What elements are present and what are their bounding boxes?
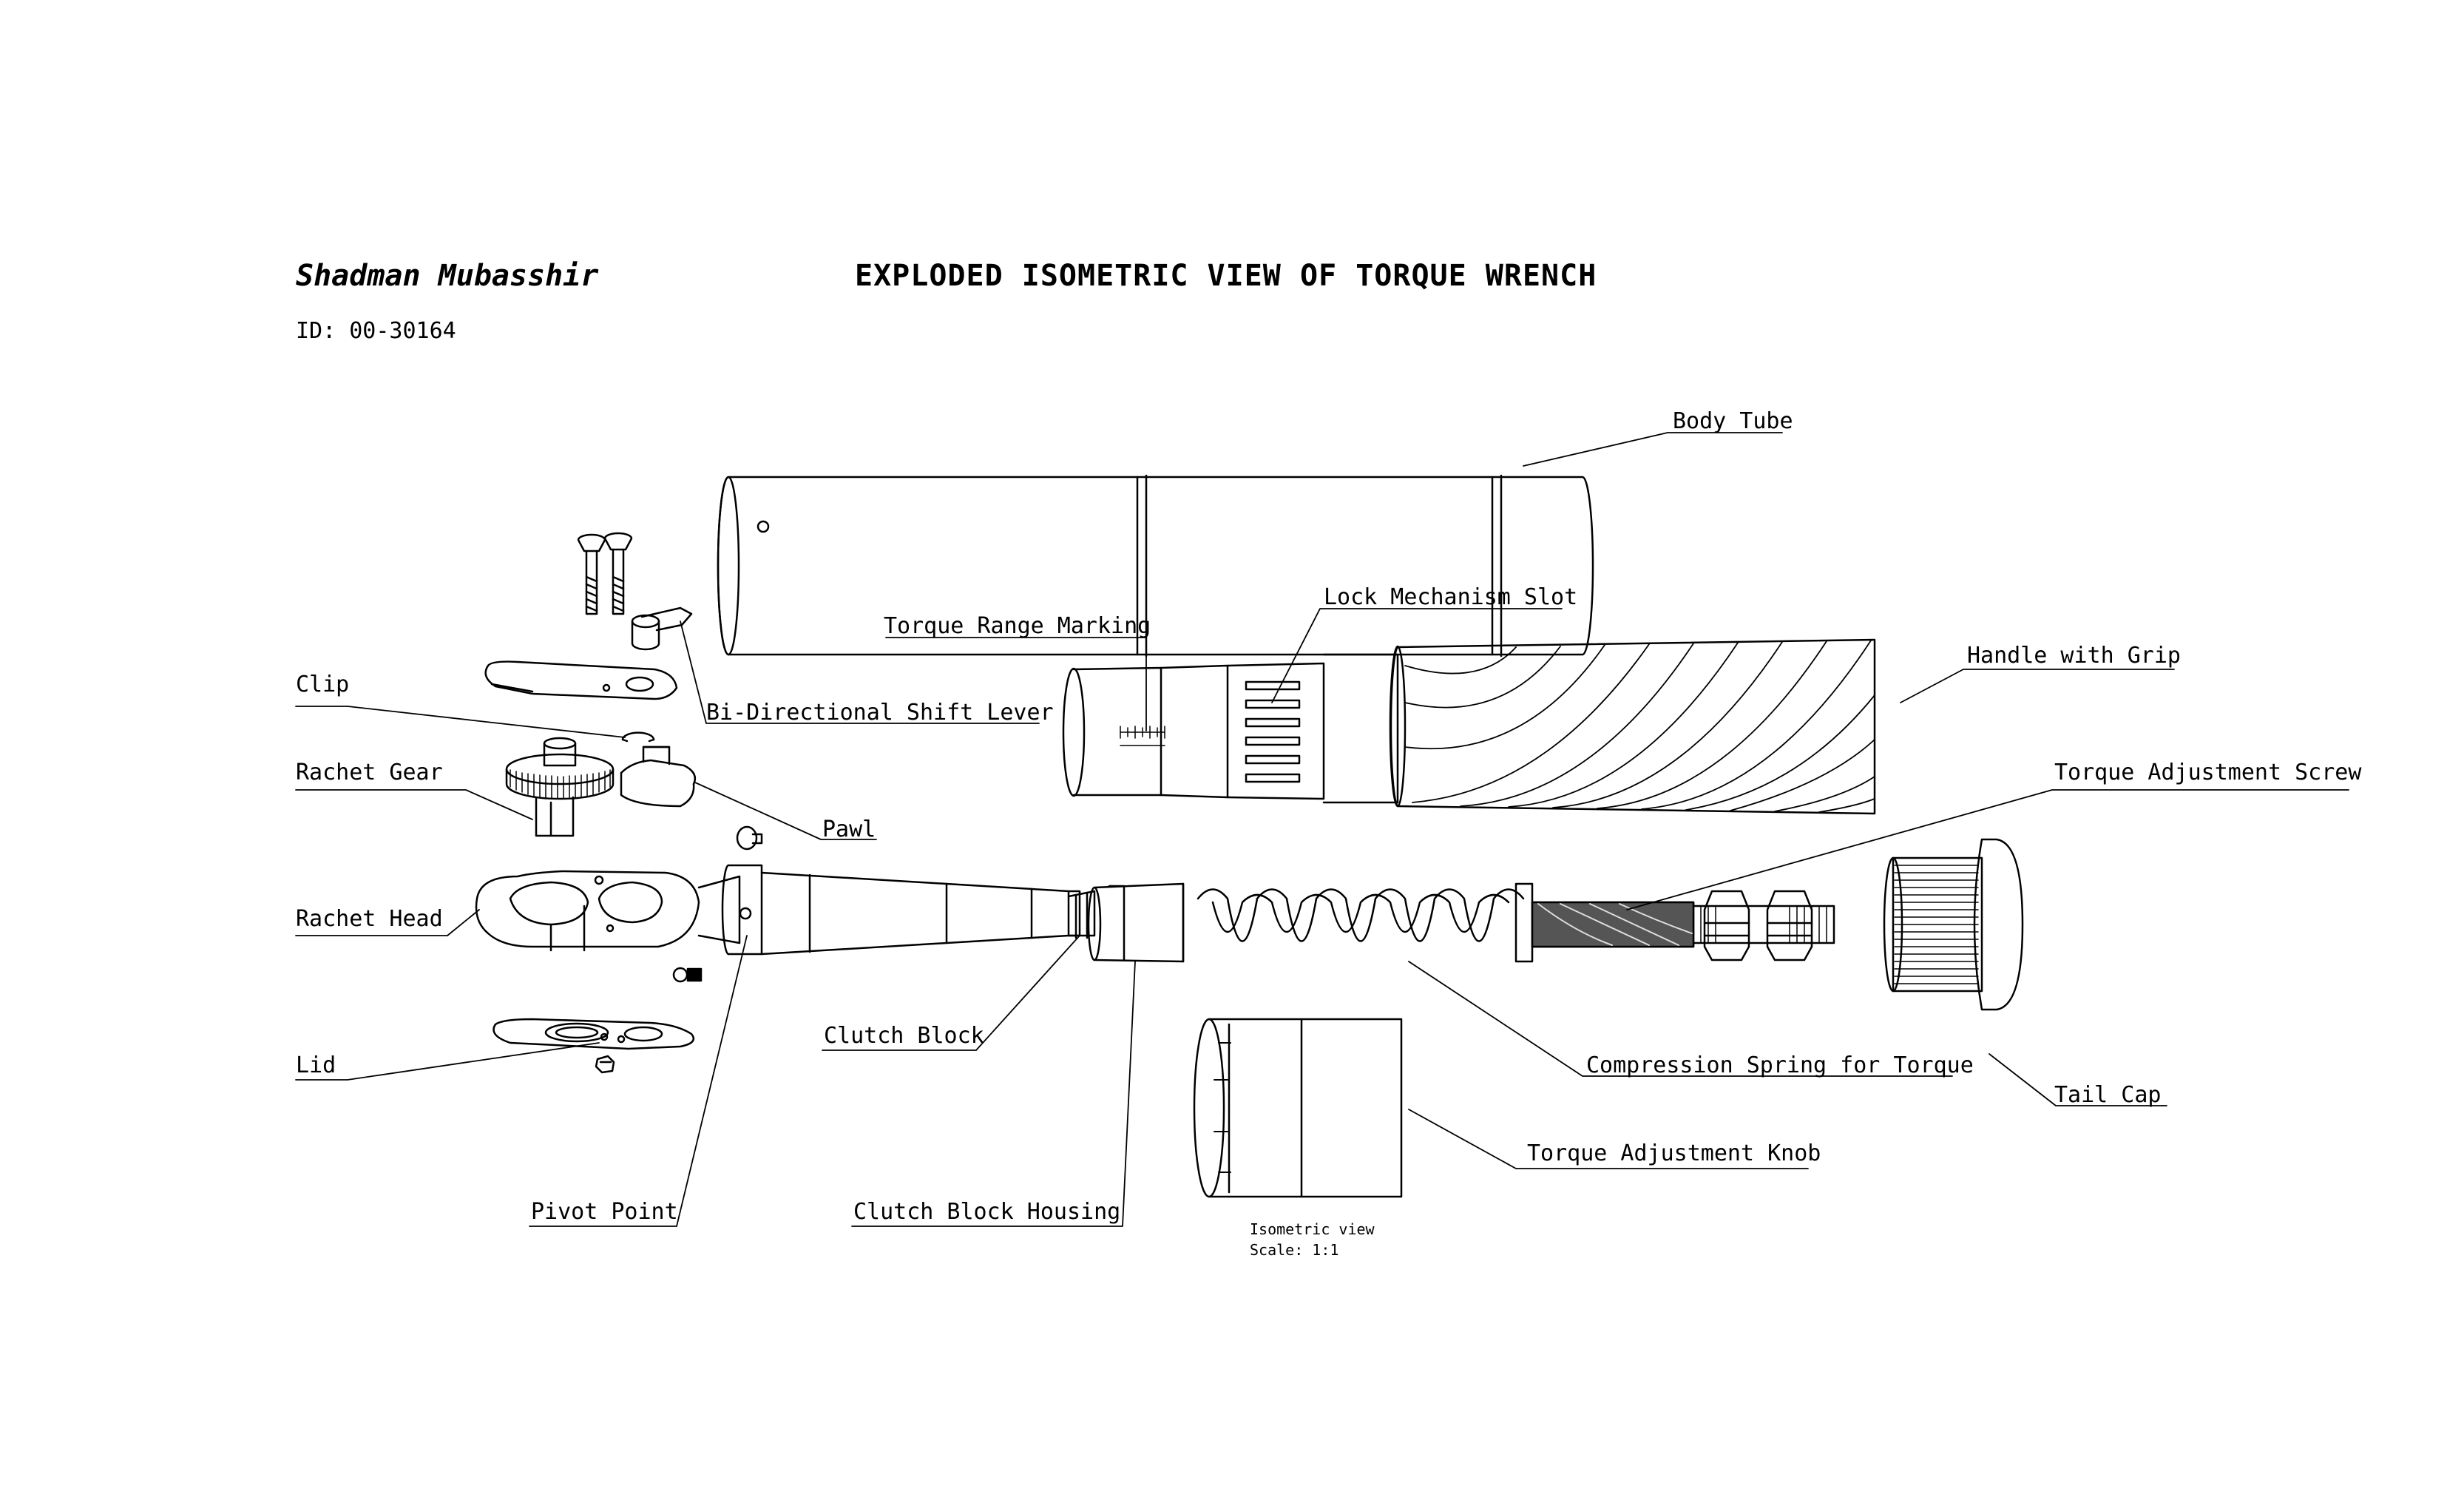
leader-clutch-block xyxy=(822,935,1080,1051)
detent-pin-part xyxy=(672,967,703,983)
body-tube-part xyxy=(717,474,1594,658)
label-lid: Lid xyxy=(296,1052,336,1078)
lock-slots xyxy=(1245,680,1301,783)
label-compression-spring: Compression Spring for Torque xyxy=(1586,1052,1974,1078)
tail-cap-part xyxy=(1883,838,2024,1011)
label-tail-cap: Tail Cap xyxy=(2054,1082,2162,1108)
leader-shift-lever xyxy=(680,621,1040,724)
label-clutch-block: Clutch Block xyxy=(824,1023,984,1049)
label-bi-directional-shift-lever: Bi-Directional Shift Lever xyxy=(706,700,1054,726)
label-torque-adjustment-knob: Torque Adjustment Knob xyxy=(1527,1140,1821,1166)
leader-range-marking xyxy=(885,637,1147,731)
author-name: Shadman Mubasshir xyxy=(296,259,599,293)
clutch-block-part xyxy=(1067,890,1096,939)
label-pivot-point: Pivot Point xyxy=(531,1199,678,1225)
small-screw-part xyxy=(736,825,763,851)
label-body-tube: Body Tube xyxy=(1673,408,1793,434)
rachet-gear-part xyxy=(505,737,615,837)
label-handle-with-grip: Handle with Grip xyxy=(1967,643,2181,669)
clip-part xyxy=(621,731,655,743)
pawl-part xyxy=(620,746,697,808)
leader-rachet-gear xyxy=(295,789,533,820)
view-note: Isometric view Scale: 1:1 xyxy=(1250,1219,1375,1260)
leader-tail-screw xyxy=(1626,789,2349,910)
lock-nut-2 xyxy=(1766,890,1813,961)
label-rachet-head: Rachet Head xyxy=(296,906,443,932)
leader-rachet-head xyxy=(295,909,480,936)
leader-clutch-housing xyxy=(851,961,1136,1227)
lock-nut-1 xyxy=(1703,890,1750,961)
label-torque-range-marking: Torque Range Marking xyxy=(884,613,1151,639)
leader-handle xyxy=(1900,669,2175,703)
label-clip: Clip xyxy=(296,672,350,697)
leader-pivot xyxy=(529,935,748,1227)
leader-spring xyxy=(1408,961,1953,1077)
torque-adjustment-screw-part xyxy=(1514,882,1835,963)
label-pawl: Pawl xyxy=(822,817,876,842)
rachet-head-part xyxy=(475,870,700,952)
lid-nut-part xyxy=(595,1055,615,1074)
drawing-title: EXPLODED ISOMETRIC VIEW OF TORQUE WRENCH xyxy=(855,259,1597,293)
student-id: ID: 00-30164 xyxy=(296,318,456,344)
clutch-block-housing-part xyxy=(1087,882,1185,963)
torque-adjustment-knob-part xyxy=(1193,1018,1403,1198)
label-clutch-block-housing: Clutch Block Housing xyxy=(853,1199,1121,1225)
lid-part xyxy=(493,1018,695,1050)
range-ticks xyxy=(1120,726,1165,746)
wrench-shaft-part xyxy=(697,864,1081,956)
top-plate-part xyxy=(484,660,678,700)
scale-tube-part xyxy=(1062,653,1399,804)
screws-part xyxy=(577,532,633,615)
view-note-scale: Scale: 1:1 xyxy=(1250,1241,1339,1259)
shift-lever-part xyxy=(631,606,693,651)
leader-clip xyxy=(295,706,626,738)
leader-body-tube xyxy=(1523,432,1783,467)
label-torque-adjustment-screw: Torque Adjustment Screw xyxy=(2054,760,2362,785)
handle-grip-part xyxy=(1389,638,1876,815)
leader-pawl xyxy=(694,782,877,840)
label-rachet-gear: Rachet Gear xyxy=(296,760,443,785)
leader-lines xyxy=(295,432,2349,1227)
leader-tail-cap xyxy=(1989,1053,2167,1106)
view-note-type: Isometric view xyxy=(1250,1220,1375,1238)
leader-lid xyxy=(295,1042,600,1081)
leader-knob xyxy=(1408,1109,1809,1169)
leader-lock-slot xyxy=(1271,608,1563,703)
compression-spring-part xyxy=(1197,888,1525,942)
label-lock-mechanism-slot: Lock Mechanism Slot xyxy=(1324,584,1578,610)
